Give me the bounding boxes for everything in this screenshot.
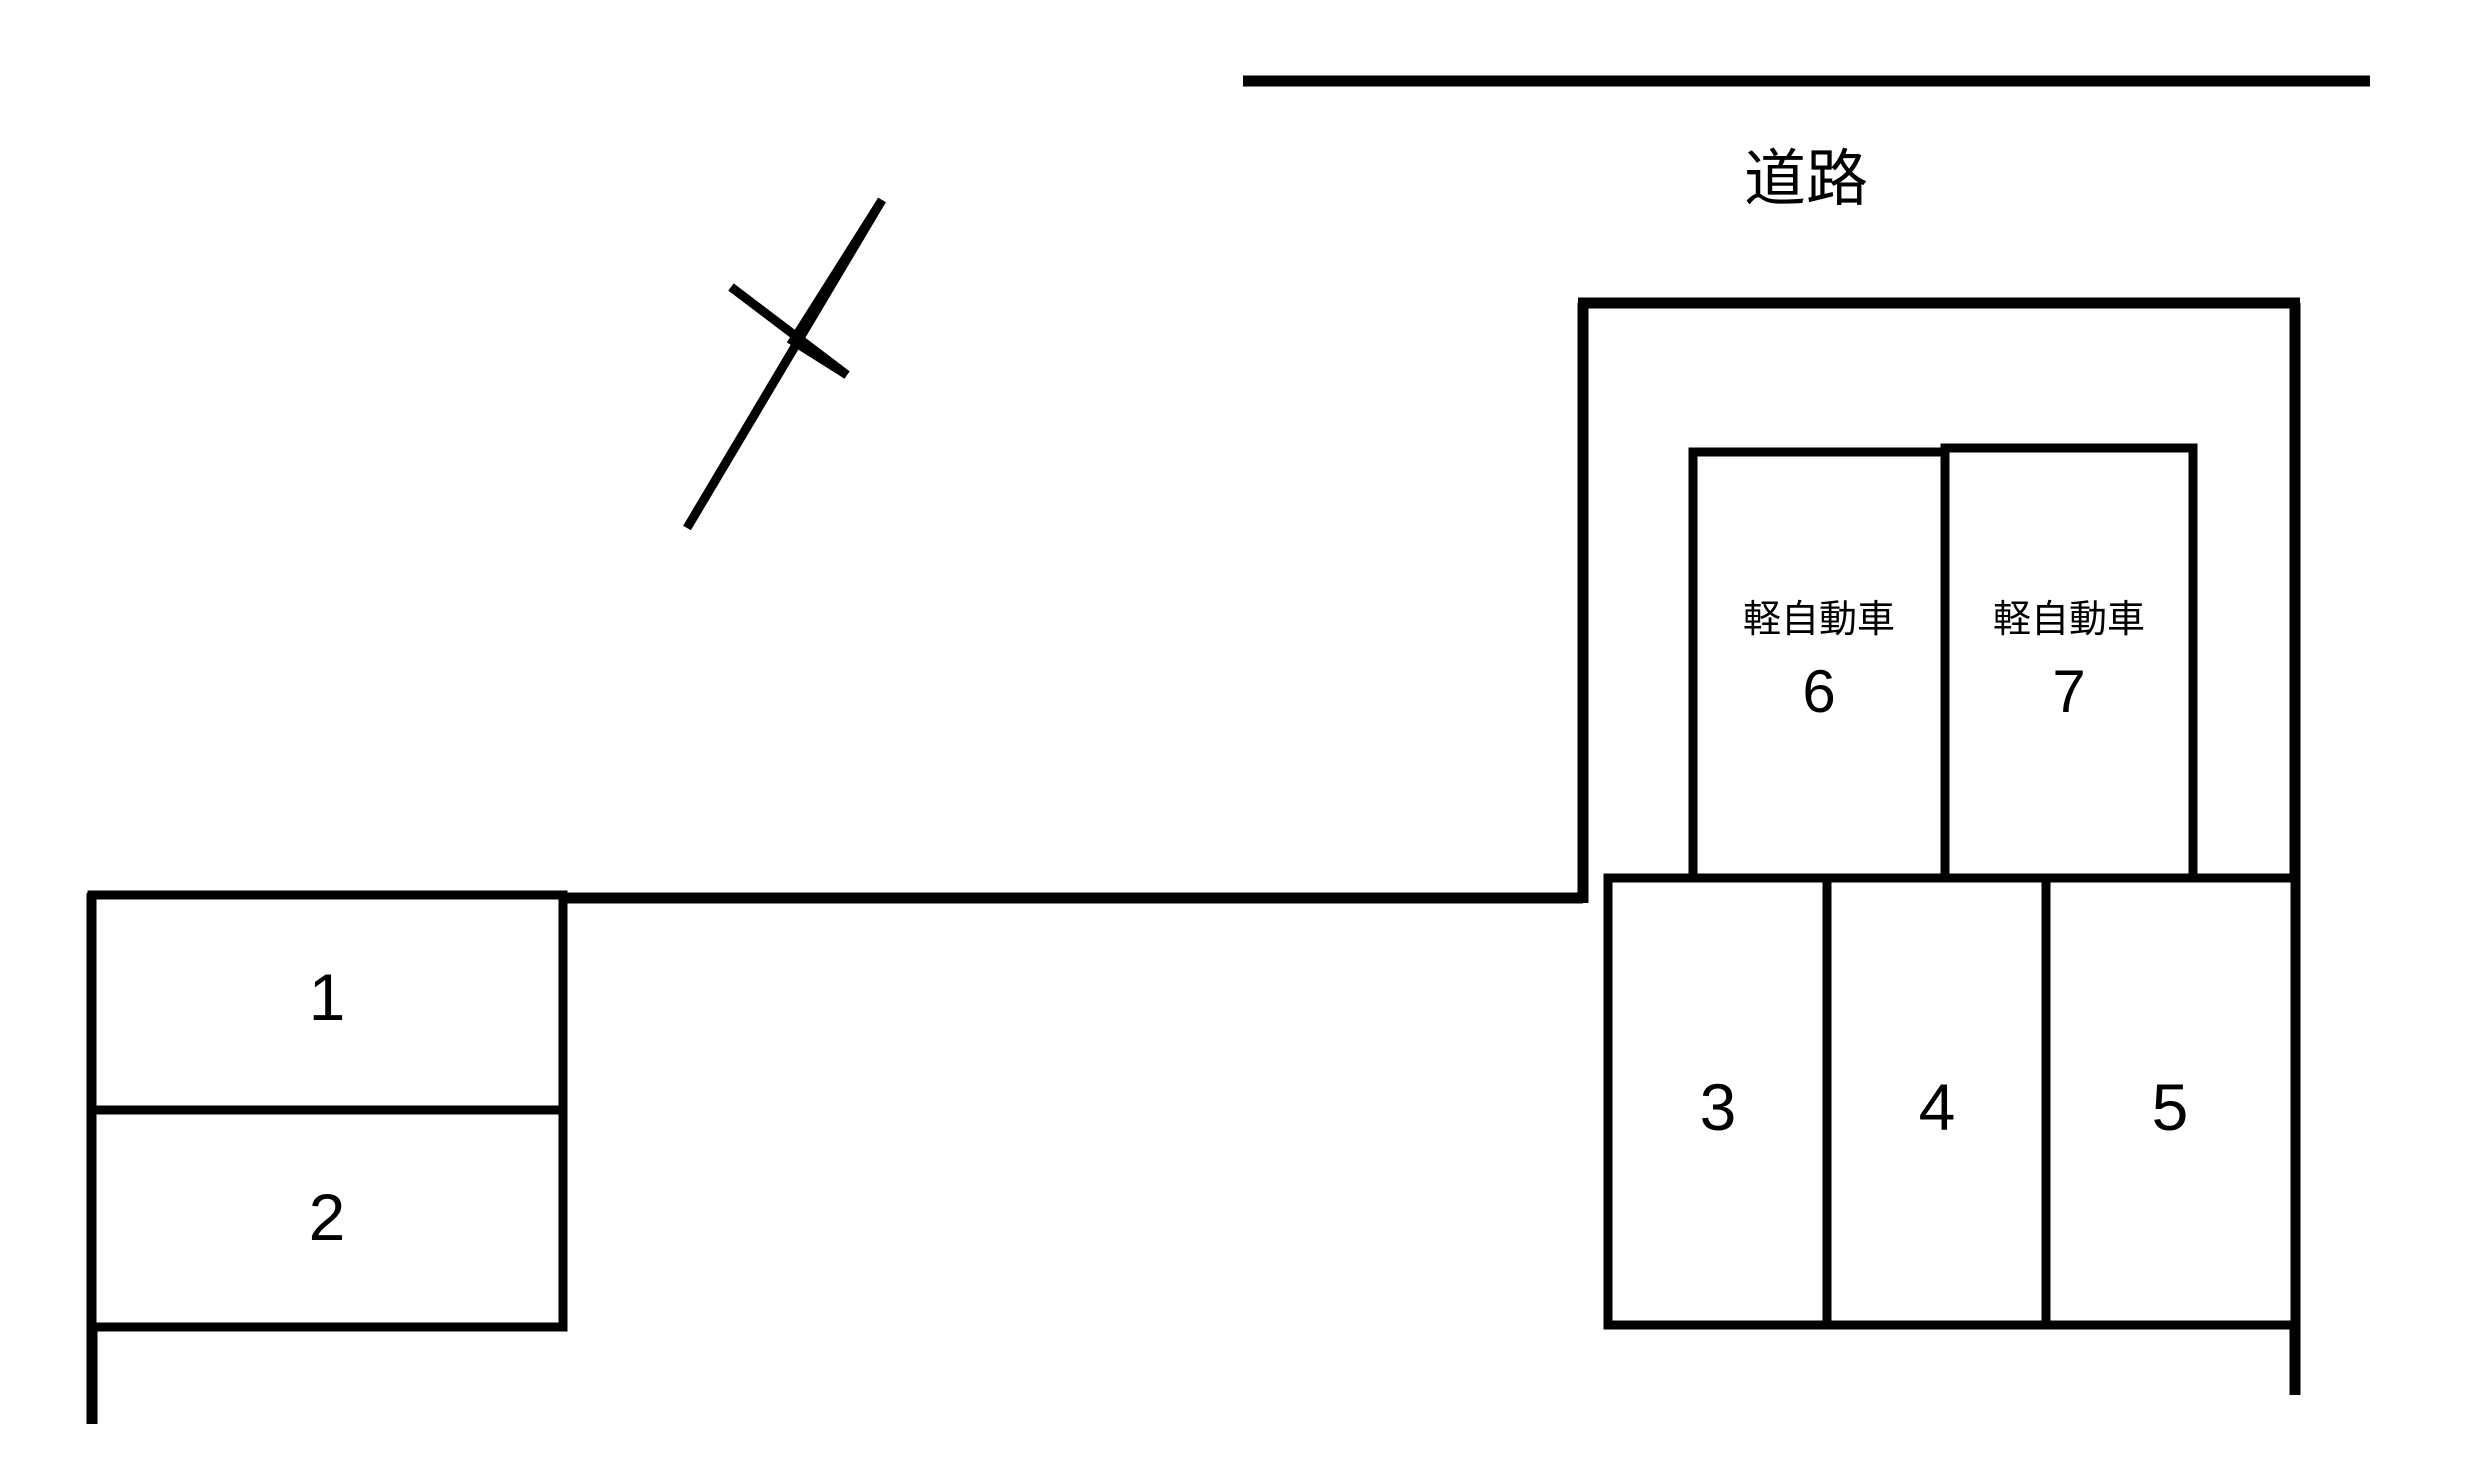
parking-space-5[interactable]: 5 [2152, 1070, 2189, 1144]
parking-space-7-type-label: 軽自動車 [1993, 597, 2145, 641]
road-group: 道路 [1243, 75, 2370, 215]
parking-space-1[interactable]: 1 [309, 960, 346, 1034]
parking-space-6-type-label: 軽自動車 [1743, 597, 1895, 641]
south-block-outline [1603, 873, 2300, 1330]
parking-space-3[interactable]: 3 [1700, 1070, 1737, 1144]
parking-space-4[interactable]: 4 [1919, 1070, 1956, 1144]
parking-space-7[interactable]: 軽自動車 7 [1993, 597, 2145, 725]
south-parking-block: 3 4 5 [1603, 873, 2300, 1330]
kei-car-parking-block: 軽自動車 6 軽自動車 7 [1688, 443, 2198, 883]
parking-space-4-number: 4 [1919, 1070, 1956, 1144]
parking-space-2[interactable]: 2 [309, 1180, 346, 1254]
west-parking-block: 1 2 [87, 890, 568, 1332]
north-arrow-head [786, 197, 886, 379]
parking-space-2-number: 2 [309, 1180, 346, 1254]
north-arrow-icon [683, 197, 886, 531]
parking-space-6[interactable]: 軽自動車 6 [1743, 597, 1895, 725]
parking-space-1-number: 1 [309, 960, 346, 1034]
parking-space-3-number: 3 [1700, 1070, 1737, 1144]
road-label: 道路 [1744, 142, 1868, 215]
parking-space-6-number: 6 [1802, 658, 1835, 725]
parking-space-5-number: 5 [2152, 1070, 2189, 1144]
parking-space-7-number: 7 [2052, 658, 2085, 725]
